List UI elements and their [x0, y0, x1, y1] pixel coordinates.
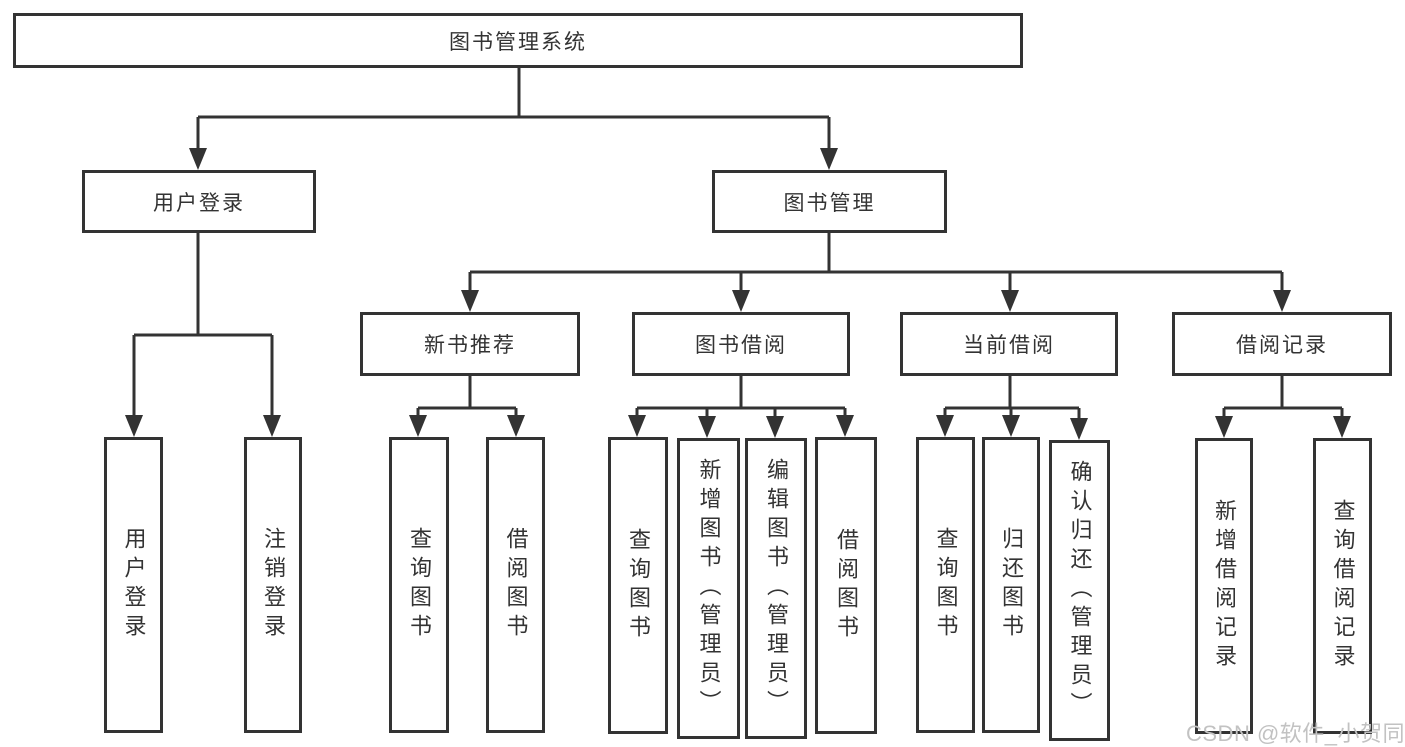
- node-label: 借阅图书: [503, 527, 529, 643]
- node-label: 新书推荐: [424, 334, 516, 357]
- leaf-borrow-books-2: 借阅图书: [815, 437, 877, 734]
- leaf-query-books-3: 查询图书: [916, 437, 975, 733]
- node-label: 查询图书: [407, 527, 432, 643]
- leaf-borrow-books-1: 借阅图书: [486, 437, 545, 733]
- node-user-login: 用户登录: [82, 170, 316, 233]
- leaf-user-login: 用户登录: [104, 437, 163, 733]
- node-label: 图书借阅: [695, 334, 787, 357]
- node-label: 新增借阅记录: [1212, 499, 1237, 673]
- node-label: 当前借阅: [963, 334, 1055, 357]
- node-label: 注销登录: [261, 527, 286, 643]
- leaf-edit-book-admin: 编辑图书（管理员）: [745, 438, 807, 739]
- node-book-borrowing: 图书借阅: [632, 312, 850, 376]
- leaf-query-books-1: 查询图书: [389, 437, 449, 733]
- leaf-query-borrow-record: 查询借阅记录: [1313, 438, 1372, 734]
- node-label: 查询图书: [933, 527, 959, 643]
- leaf-return-book: 归还图书: [982, 437, 1040, 733]
- node-label: 借阅记录: [1236, 334, 1328, 357]
- node-label: 查询借阅记录: [1330, 499, 1356, 673]
- node-label: 图书管理系统: [449, 30, 587, 54]
- node-new-book-recommend: 新书推荐: [360, 312, 580, 376]
- watermark-text: CSDN @软件_小贺同学: [1186, 721, 1405, 746]
- node-book-management-system: 图书管理系统: [13, 13, 1023, 68]
- node-current-borrowing: 当前借阅: [900, 312, 1118, 376]
- leaf-add-book-admin: 新增图书（管理员）: [677, 438, 740, 739]
- node-label: 图书管理: [783, 191, 876, 215]
- node-borrowing-records: 借阅记录: [1172, 312, 1392, 376]
- leaf-logout: 注销登录: [244, 437, 302, 733]
- node-label: 编辑图书（管理员）: [764, 458, 789, 719]
- node-book-management: 图书管理: [712, 170, 947, 233]
- node-label: 归还图书: [999, 527, 1024, 643]
- node-label: 查询图书: [626, 527, 651, 644]
- node-label: 用户登录: [121, 527, 147, 643]
- node-label: 用户登录: [153, 191, 245, 215]
- node-label: 确认归还（管理员）: [1067, 460, 1093, 721]
- node-label: 借阅图书: [834, 527, 859, 644]
- leaf-query-books-2: 查询图书: [608, 437, 668, 734]
- leaf-confirm-return-admin: 确认归还（管理员）: [1049, 440, 1110, 741]
- node-label: 新增图书（管理员）: [696, 458, 722, 719]
- leaf-add-borrow-record: 新增借阅记录: [1195, 438, 1253, 734]
